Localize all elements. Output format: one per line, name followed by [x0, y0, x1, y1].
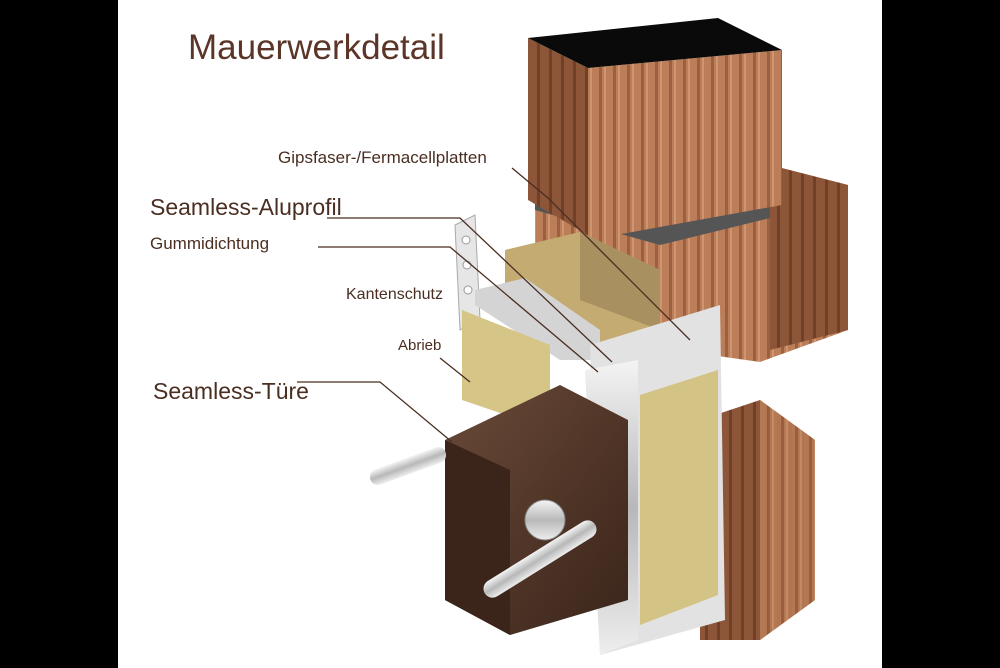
letterbox-left: [0, 0, 118, 668]
leader-aluprofil: [327, 217, 613, 363]
label-gummidichtung: Gummidichtung: [150, 234, 270, 253]
label-tuere: Seamless-Türe: [153, 378, 309, 404]
leader-tuere: [297, 381, 453, 443]
leader-lines: [297, 167, 691, 443]
label-abrieb: Abrieb: [398, 337, 442, 354]
letterbox-right: [882, 0, 1000, 668]
label-aluprofil: Seamless-Aluprofil: [150, 194, 342, 220]
seamless-door: [369, 385, 628, 635]
lower-brick-block: [700, 400, 815, 640]
top-brick-block: [528, 18, 782, 240]
edge-protection: [475, 278, 600, 360]
leader-gummidichtung: [318, 246, 599, 373]
plaster-panel-left: [462, 310, 550, 430]
label-gipsfaser: Gipsfaser-/Fermacellplatten: [278, 148, 487, 167]
label-kantenschutz: Kantenschutz: [346, 286, 443, 303]
leader-abrieb: [439, 357, 471, 383]
leader-gipsfaser: [511, 167, 691, 341]
diagram-title: Mauerwerkdetail: [188, 28, 445, 67]
